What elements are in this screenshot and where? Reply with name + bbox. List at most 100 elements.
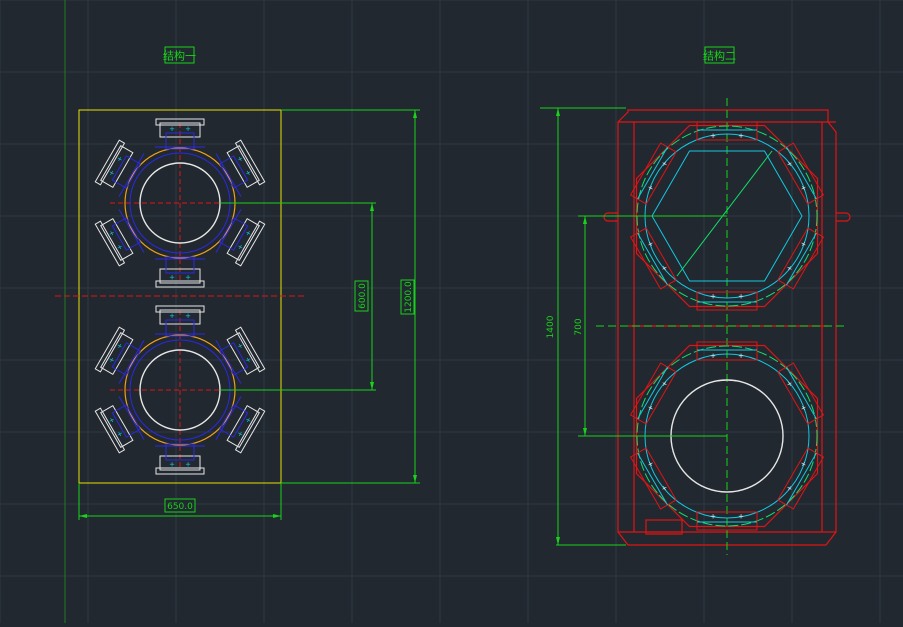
bracket-plate (100, 217, 134, 262)
bracket-cap (155, 118, 205, 126)
radial-clamp: ++ (696, 341, 758, 361)
bracket-plate (100, 404, 134, 449)
octagon-frame (635, 124, 819, 308)
clamp-plate (629, 227, 677, 290)
bracket-line (215, 396, 242, 440)
radial-clamp: ++ (629, 447, 677, 510)
clamp-plate (777, 447, 825, 510)
radial-clamp: ++ (696, 121, 758, 141)
structure-two-dimension-height: 1400 (540, 107, 626, 546)
radial-clamp: ++ (777, 362, 825, 425)
bracket-plate (226, 331, 260, 376)
bolt-mark: + (710, 512, 716, 520)
radial-bracket: ++ (155, 443, 205, 475)
bracket-plate (226, 404, 260, 449)
bracket-block (111, 155, 141, 189)
bracket-cap (94, 407, 126, 454)
bolt-mark: + (738, 132, 744, 140)
radial-clamp: ++ (629, 362, 677, 425)
bracket-line (118, 396, 145, 440)
bolt-mark: + (243, 168, 253, 177)
bolt-mark: + (710, 292, 716, 300)
bolt-mark: + (235, 155, 245, 164)
bracket-cap (155, 280, 205, 288)
bolt-mark: + (798, 239, 808, 248)
bolt-mark: + (660, 379, 670, 388)
structure-two-title-box: 结构二 (703, 46, 736, 64)
bracket-line (215, 340, 242, 384)
radial-bracket: ++ (155, 118, 205, 150)
clamp-plate (777, 142, 825, 205)
bolt-mark: + (185, 125, 191, 133)
structure-one[interactable]: 结构一 ++++++++++++ ++++++++++++ 1200.0 600… (55, 46, 420, 520)
bracket-cap (155, 305, 205, 313)
bolt-mark: + (646, 183, 656, 192)
bolt-mark: + (660, 483, 670, 492)
structure-two-unit-lower: ++++++++++++ (629, 341, 825, 531)
bracket-plate (226, 144, 260, 189)
bracket-block (165, 132, 195, 150)
bracket-cap (234, 326, 266, 373)
radial-bracket: ++ (215, 326, 266, 384)
bolt-mark: + (646, 239, 656, 248)
radial-bracket: ++ (215, 209, 266, 267)
clamp-plate (777, 227, 825, 290)
bracket-block (165, 256, 195, 274)
clamp-plate (696, 121, 758, 141)
bolt-mark: + (107, 228, 117, 237)
radial-clamp: ++ (629, 142, 677, 205)
bolt-mark: + (798, 184, 808, 193)
bracket-block (165, 319, 195, 337)
clamp-line (637, 232, 668, 286)
bracket-block (111, 342, 141, 376)
bracket-block (219, 404, 249, 438)
structure-two-pitch-label: 700 (574, 318, 584, 335)
bolt-mark: + (169, 460, 175, 468)
structure-one-unit-upper: ++++++++++++ (94, 118, 266, 288)
bracket-plate (100, 144, 134, 189)
clamp-plate (777, 362, 825, 425)
bolt-mark: + (185, 273, 191, 281)
clamp-line (786, 366, 817, 420)
clamp-plate (629, 447, 677, 510)
structure-one-height-label: 1200.0 (404, 281, 414, 313)
structure-two-height-label: 1400 (546, 315, 556, 338)
bolt-mark: + (798, 404, 808, 413)
clamp-line (786, 452, 817, 506)
diagonal-line (676, 150, 773, 277)
radial-bracket: ++ (215, 139, 266, 197)
bolt-mark: + (784, 159, 794, 168)
radial-bracket: ++ (94, 209, 145, 267)
radial-bracket: ++ (215, 396, 266, 454)
bracket-block (111, 217, 141, 251)
bolt-mark: + (235, 342, 245, 351)
bolt-mark: + (784, 484, 794, 493)
bracket-plate (226, 217, 260, 262)
bolt-mark: + (115, 242, 125, 251)
bolt-mark: + (115, 154, 125, 163)
clamp-line (786, 232, 817, 286)
bracket-line (215, 209, 242, 253)
bolt-mark: + (115, 341, 125, 350)
bolt-mark: + (169, 312, 175, 320)
structure-one-dimension-width: 650.0 (78, 483, 282, 520)
radial-clamp: ++ (777, 447, 825, 510)
clamp-plate (629, 362, 677, 425)
bolt-mark: + (185, 460, 191, 468)
clamp-line (637, 452, 668, 506)
bolt-mark: + (798, 459, 808, 468)
radial-clamp: ++ (777, 227, 825, 290)
clamp-line (786, 146, 817, 200)
bolt-mark: + (243, 355, 253, 364)
bracket-plate (159, 309, 201, 325)
structure-one-title-box: 结构一 (163, 46, 196, 64)
clamp-plate (696, 341, 758, 361)
structure-two[interactable]: 结构二 ++++++++++++ ++++++++++++ 1400 (540, 46, 851, 555)
radial-clamp: ++ (696, 291, 758, 311)
clamp-line (637, 146, 668, 200)
bracket-block (111, 404, 141, 438)
radial-clamp: ++ (696, 511, 758, 531)
